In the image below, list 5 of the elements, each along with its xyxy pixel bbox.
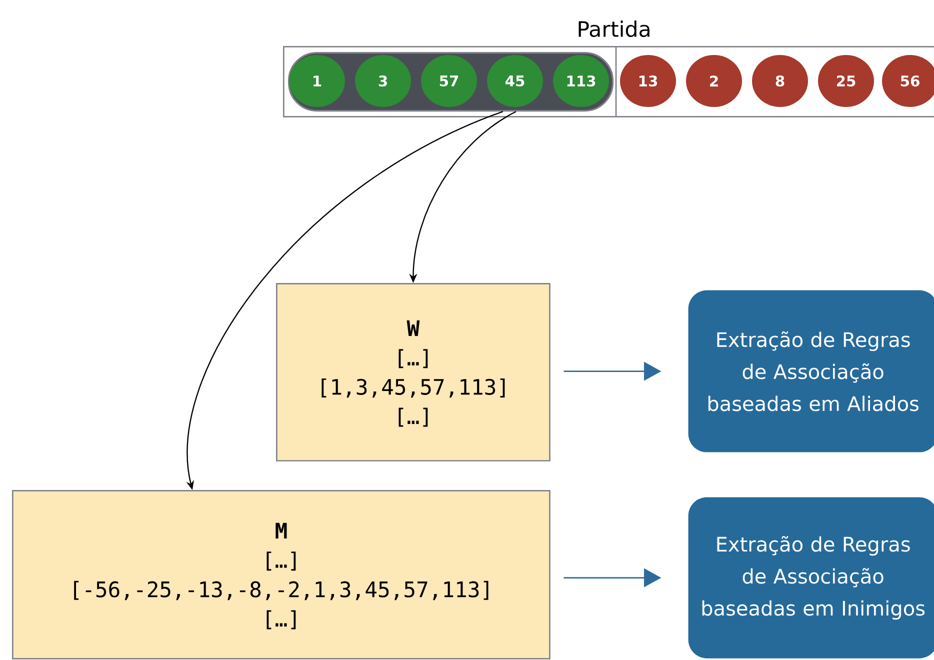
vector-box: W […] [1,3,45,57,113] […] [276,283,550,462]
process-box: Extração de Regras de Associação baseadas em Inimigos [688,497,934,658]
heading: Partida [578,20,650,38]
process-box: Extração de Regras de Associação baseadas em Aliados [688,290,934,452]
vector-box: M […] [-56,-25,-13,-8,-2,1,3,45,57,113] […] [12,490,550,660]
